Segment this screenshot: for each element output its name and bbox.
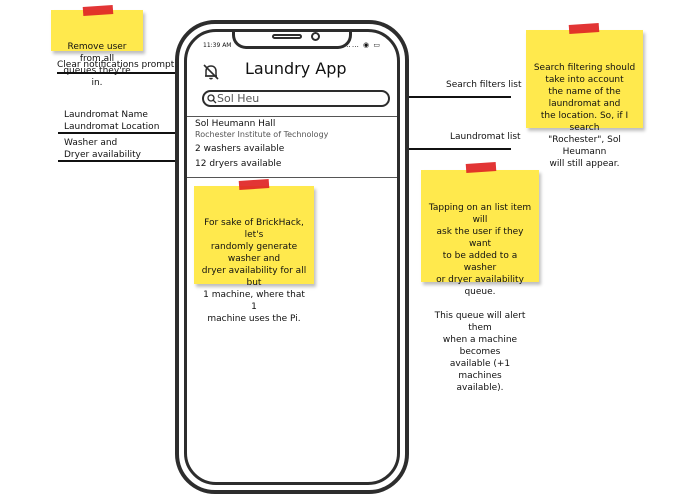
divider	[187, 116, 397, 117]
note-text: Tapping on an list item will ask the use…	[428, 203, 532, 393]
arrow-laundromat-list	[383, 148, 511, 150]
speaker-grille	[272, 34, 302, 39]
divider	[187, 177, 397, 178]
tape-strip	[465, 161, 497, 174]
dryers-available: 12 dryers available	[195, 159, 282, 169]
label-washer-dryer: Washer and Dryer availability	[64, 138, 141, 160]
arrow-washer-dryer	[58, 160, 183, 162]
label-search-filters-list: Search filters list	[446, 80, 522, 90]
status-time: 11:39 AM	[203, 42, 232, 49]
laundromat-location: Rochester Institute of Technology	[195, 130, 329, 139]
search-input[interactable]	[217, 92, 385, 105]
note-text: Remove user from all queues they're in.	[63, 42, 131, 88]
sticky-note-brickhack: For sake of BrickHack, let's randomly ge…	[194, 178, 314, 324]
sticky-note-remove-user: Remove user from all queues they're in.	[51, 4, 143, 88]
tape-strip	[82, 4, 114, 17]
search-bar[interactable]	[202, 90, 390, 107]
arrow-clear-notifications	[57, 72, 189, 74]
arrow-laundromat-name	[58, 132, 183, 134]
search-icon	[207, 94, 217, 104]
label-laundromat-name-location: Laundromat Name Laundromat Location	[64, 110, 160, 132]
note-text: Search filtering should take into accoun…	[533, 63, 636, 169]
label-laundromat-list: Laundromat list	[450, 132, 521, 142]
camera-icon	[311, 32, 320, 41]
note-text: For sake of BrickHack, let's randomly ge…	[201, 218, 307, 324]
tape-strip	[238, 178, 270, 191]
arrow-search-filters	[389, 96, 511, 98]
phone-screen: 11:39 AM ‥… ◉ ▭ Laundry App Sol Heumann …	[184, 29, 400, 485]
list-item-laundromat[interactable]: Sol Heumann Hall Rochester Institute of …	[187, 116, 397, 176]
status-icons: ‥… ◉ ▭	[346, 41, 381, 49]
washers-available: 2 washers available	[195, 144, 285, 154]
tape-strip	[568, 22, 600, 35]
laundromat-name: Sol Heumann Hall	[195, 119, 276, 129]
app-title: Laundry App	[245, 59, 347, 78]
label-clear-notifications: Clear notifications prompt	[57, 60, 175, 70]
bell-off-icon[interactable]	[202, 63, 220, 81]
sticky-note-tapping-list-item: Tapping on an list item will ask the use…	[421, 161, 539, 393]
sticky-note-search-filtering: Search filtering should take into accoun…	[526, 22, 643, 169]
phone-notch	[232, 32, 352, 49]
